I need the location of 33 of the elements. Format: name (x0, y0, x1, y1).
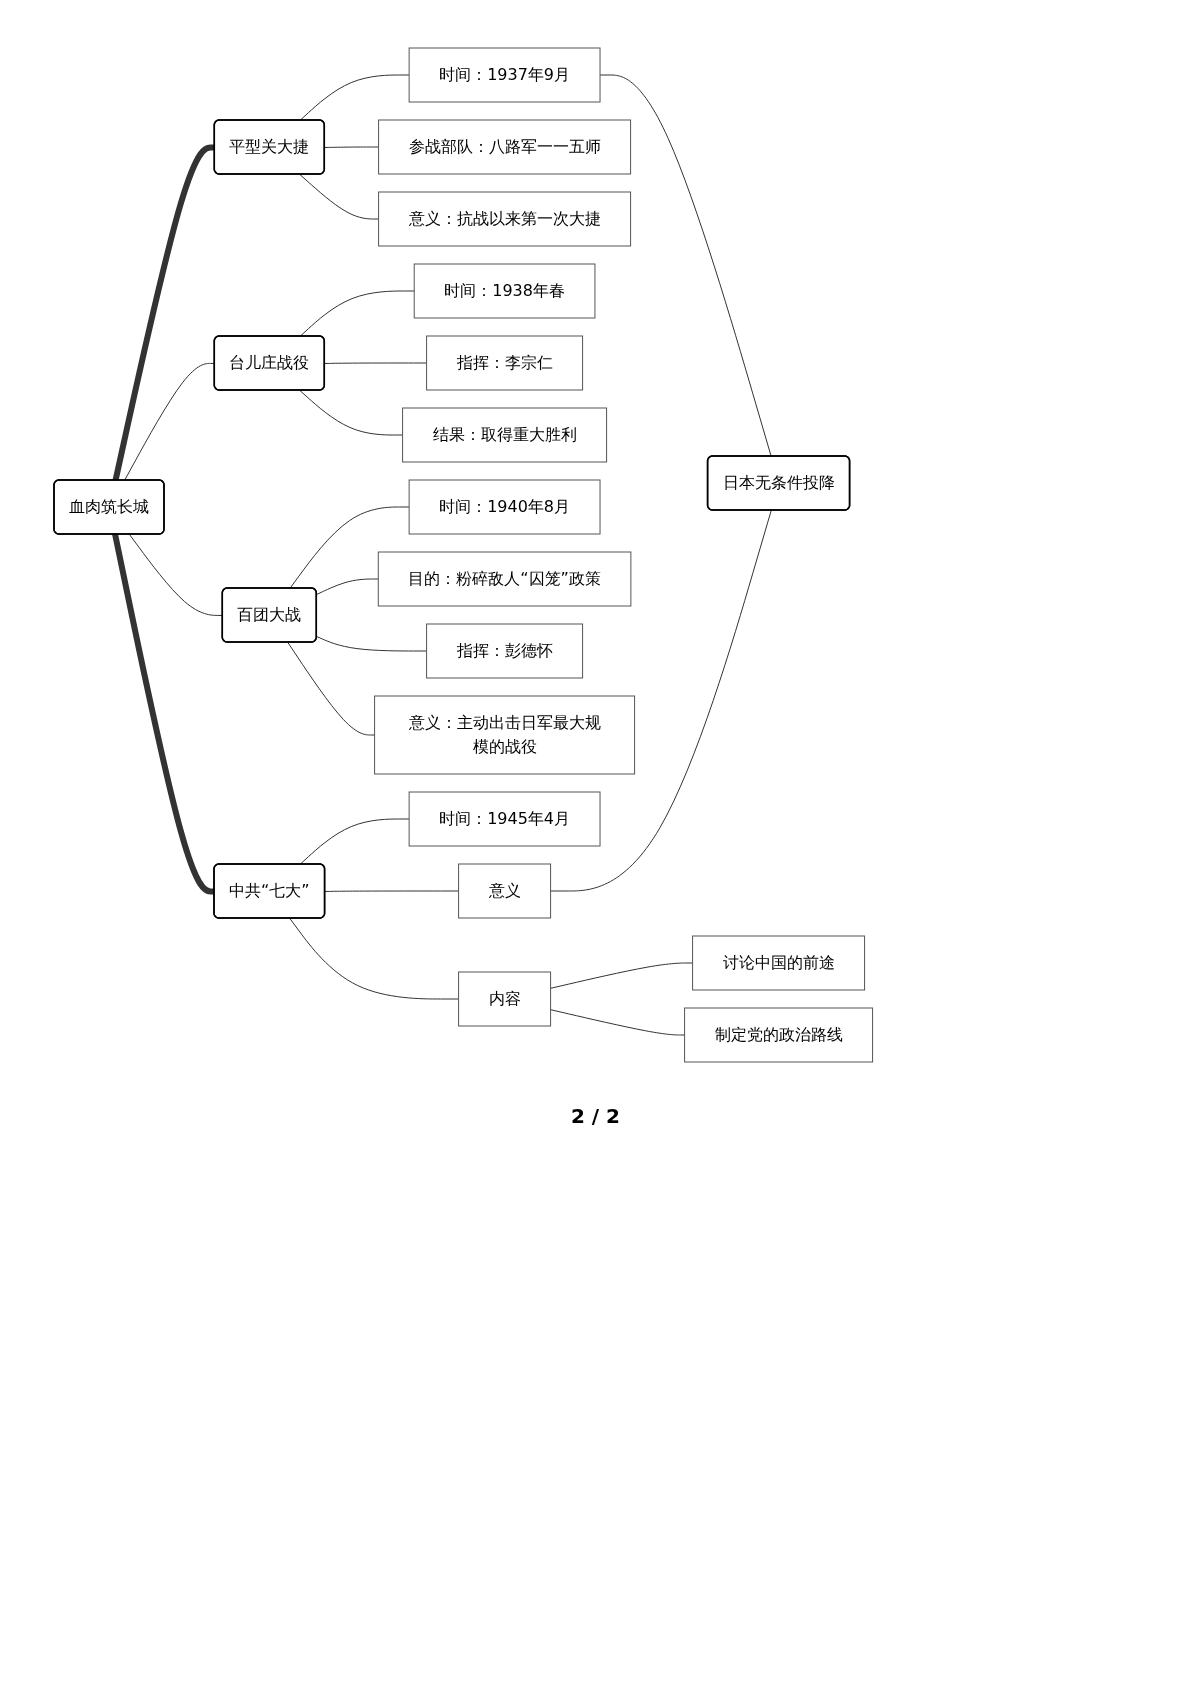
node-box: 讨论中国的前途 (691, 935, 865, 991)
connector (549, 510, 772, 892)
node-box: 意义：抗战以来第一次大捷 (377, 191, 631, 247)
node-box: 意义 (457, 863, 551, 919)
node-box: 时间：1938年春 (413, 263, 595, 319)
node-box: 内容 (457, 971, 551, 1027)
connector (298, 290, 415, 337)
connector (315, 578, 379, 595)
page-number: 2 / 2 (569, 1104, 622, 1128)
node-box: 时间：1937年9月 (408, 47, 601, 103)
node-box: 参战部队：八路军一一五师 (377, 119, 631, 175)
connector (288, 918, 459, 1000)
connector (286, 642, 375, 736)
connector (549, 1009, 685, 1036)
connector (323, 362, 427, 364)
connector (288, 506, 410, 589)
connector (298, 174, 379, 220)
node-box: 目的：粉碎敌人“囚笼”政策 (377, 551, 631, 607)
connector (323, 146, 379, 148)
node-box: 制定党的政治路线 (683, 1007, 873, 1063)
connector (298, 390, 403, 436)
node-box: 指挥：彭德怀 (425, 623, 583, 679)
connector (315, 636, 427, 652)
connector (599, 74, 772, 457)
node-box: 时间：1940年8月 (408, 479, 601, 535)
node-box: 意义：主动出击日军最大规模的战役 (373, 695, 635, 775)
connector (298, 818, 410, 865)
node-box: 时间：1945年4月 (408, 791, 601, 847)
node-box: 结果：取得重大胜利 (401, 407, 607, 463)
connector (298, 74, 410, 121)
node-box: 指挥：李宗仁 (425, 335, 583, 391)
connector (549, 962, 693, 989)
connector (324, 890, 459, 892)
